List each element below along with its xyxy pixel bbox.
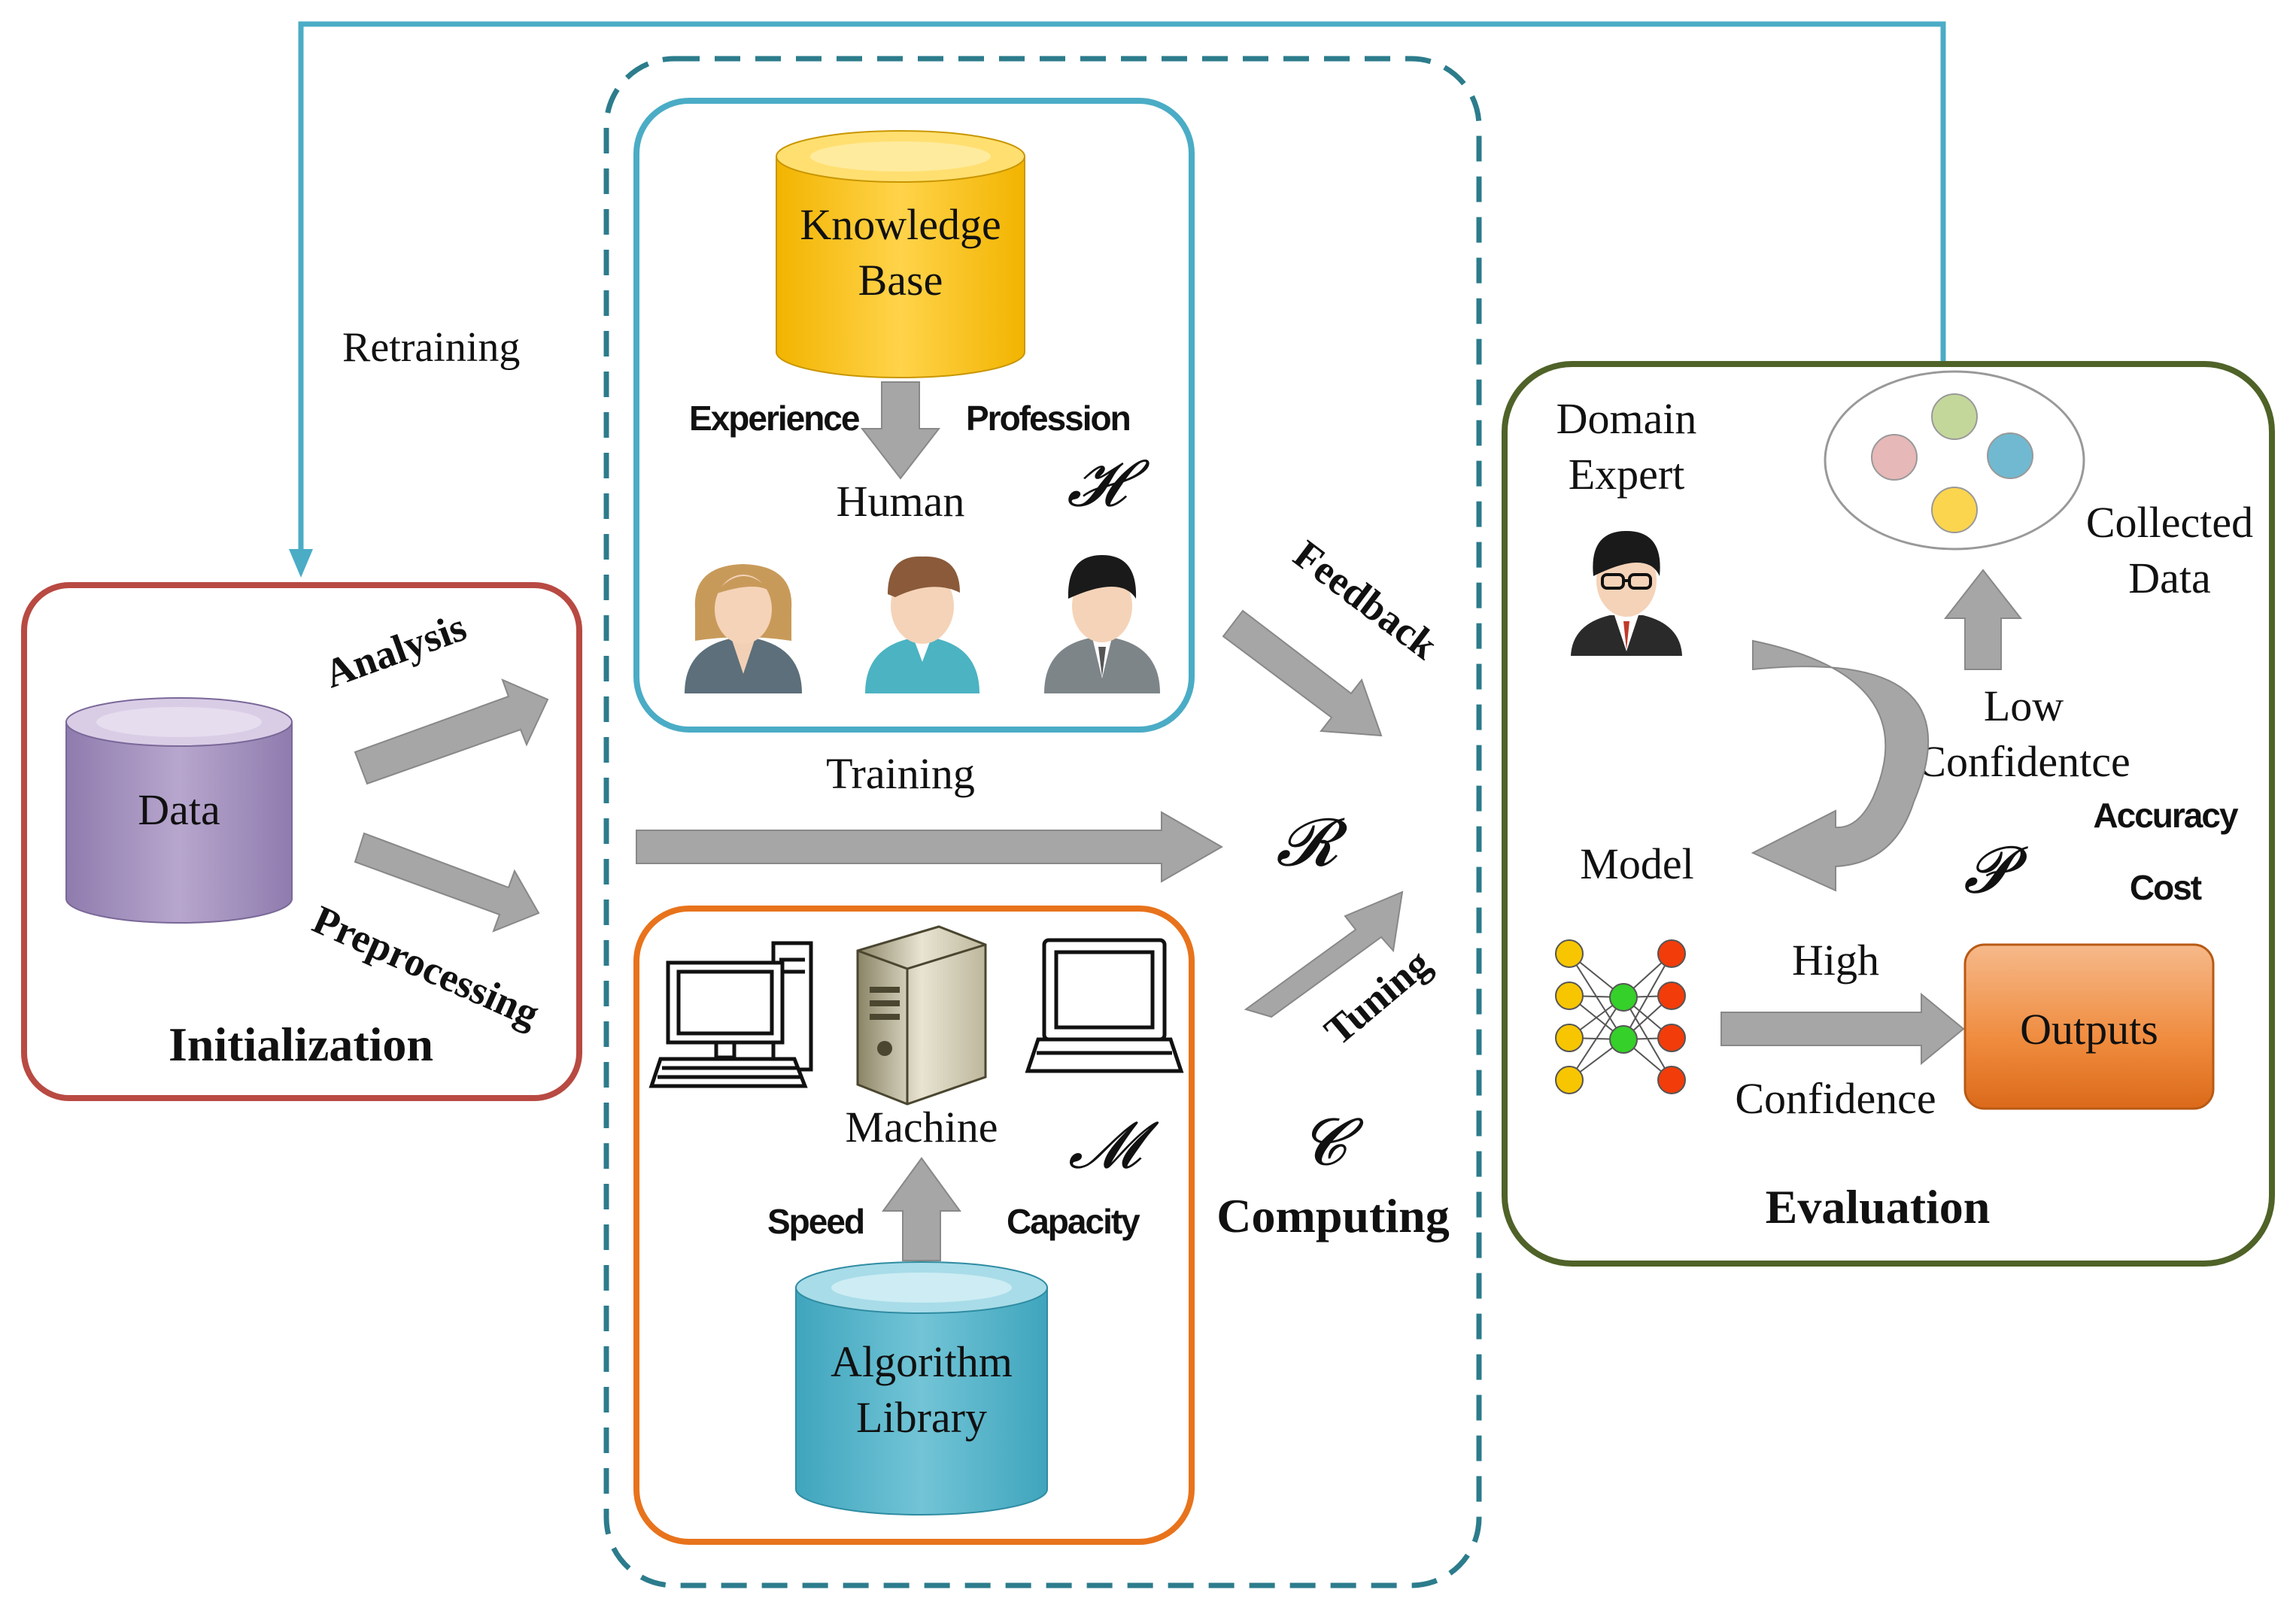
feedback-label: Feedback	[1286, 532, 1446, 669]
initialization-title: Initialization	[169, 1018, 433, 1071]
collected-data-cluster	[1824, 370, 2085, 551]
retraining-arrowhead	[289, 549, 313, 578]
server-icon	[856, 925, 987, 1106]
outputs-box	[1963, 943, 2215, 1110]
algorithm-label-2: Library	[856, 1393, 987, 1442]
experience-label: Experience	[689, 399, 860, 438]
high-confidence-arrow	[1720, 992, 1965, 1066]
algorithm-library-cylinder	[795, 1261, 1048, 1515]
laptop-icon	[1025, 938, 1184, 1073]
high-confidence-label-1: High	[1792, 936, 1879, 985]
high-confidence-label-2: Confidence	[1735, 1074, 1936, 1123]
cost-label: Cost	[2130, 868, 2202, 907]
model-label: Model	[1580, 839, 1693, 888]
machine-label: Machine	[846, 1103, 998, 1151]
low-confidence-label-2: Confidentce	[1917, 737, 2130, 786]
accuracy-label: Accuracy	[2093, 796, 2239, 835]
domain-expert-label-1: Domain	[1556, 394, 1697, 443]
human-label: Human	[837, 477, 965, 526]
collected-data-label-2: Data	[2128, 554, 2211, 602]
computing-title: Computing	[1216, 1189, 1449, 1242]
low-confidence-label-1: Low	[1984, 681, 2064, 730]
data-label: Data	[138, 785, 220, 834]
collected-data-label-1: Collected	[2086, 498, 2253, 547]
profession-label: Profession	[966, 399, 1130, 438]
low-confidence-up-arrow	[1943, 569, 2023, 670]
neural-network-icon	[1555, 939, 1686, 1094]
speed-label: Speed	[767, 1202, 864, 1241]
c-symbol: 𝓒	[1300, 1106, 1364, 1179]
training-arrow	[636, 811, 1224, 883]
tuning-arrow	[1244, 890, 1404, 1018]
data-cylinder	[65, 697, 293, 924]
r-symbol: 𝓡	[1276, 807, 1348, 880]
retraining-label: Retraining	[342, 324, 520, 371]
capacity-label: Capacity	[1007, 1202, 1140, 1241]
man-avatar-icon	[865, 556, 979, 693]
domain-expert-label-2: Expert	[1569, 450, 1685, 499]
knowledge-base-cylinder	[776, 130, 1025, 378]
algorithm-label-1: Algorithm	[831, 1337, 1013, 1386]
evaluation-title: Evaluation	[1766, 1180, 1991, 1233]
analysis-arrow	[354, 678, 549, 785]
training-label: Training	[826, 749, 975, 798]
computing-container	[603, 56, 1482, 1588]
preprocessing-arrow	[354, 832, 540, 933]
speed-up-arrow	[882, 1157, 961, 1261]
feedback-arrow	[1222, 609, 1383, 737]
businessman-avatar-icon	[1044, 555, 1160, 693]
knowledge-base-label-1: Knowledge	[800, 200, 1001, 249]
domain-expert-icon	[1571, 531, 1682, 656]
outputs-label: Outputs	[2020, 1005, 2158, 1054]
experience-down-arrow	[860, 381, 941, 480]
woman-avatar-icon	[685, 564, 802, 693]
expert-to-model-curved-arrow	[1751, 639, 1930, 892]
desktop-computer-icon	[648, 941, 813, 1088]
retraining-line	[298, 21, 1946, 572]
knowledge-base-label-2: Base	[858, 256, 943, 305]
